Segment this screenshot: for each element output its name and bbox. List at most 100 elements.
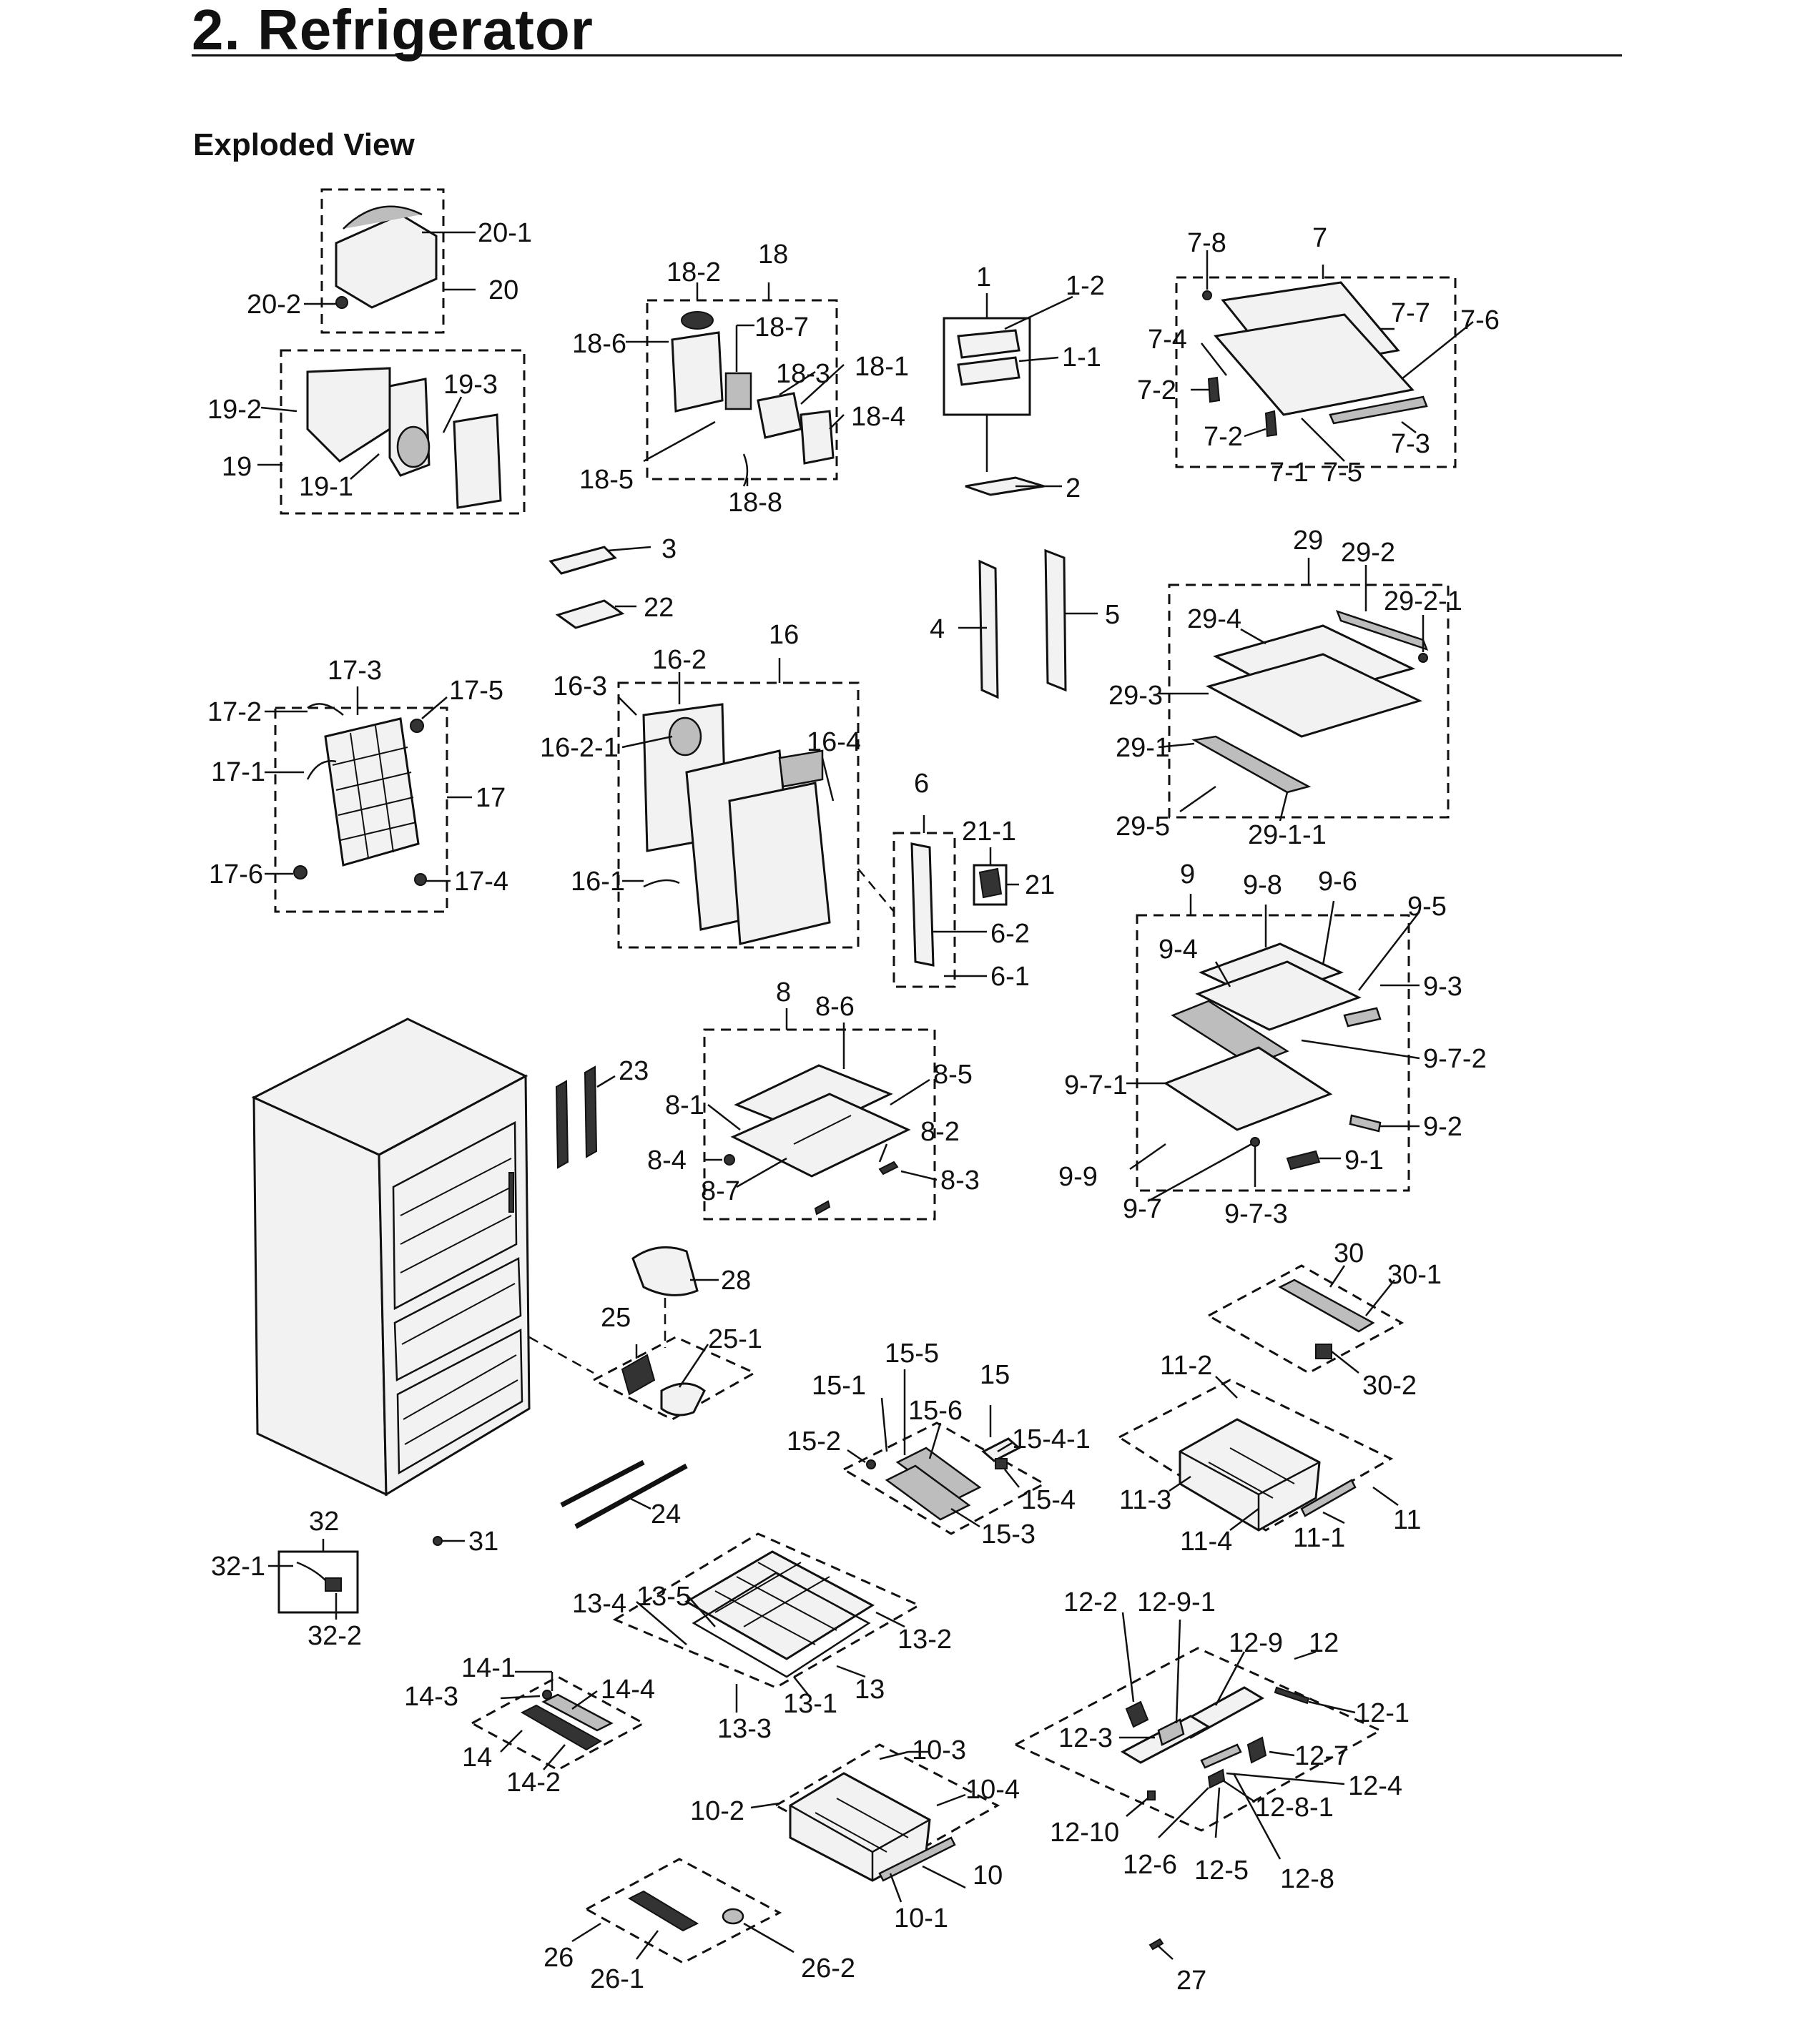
gasket-23b: [584, 1065, 598, 1158]
evap-cover-16-4: [728, 782, 831, 945]
label-13: 13: [855, 1675, 885, 1705]
group-32: 32 32-1 32-2: [211, 1507, 362, 1651]
label-17-1: 17-1: [211, 757, 265, 787]
fuse-17-6: [293, 865, 308, 880]
label-9-7-1: 9-7-1: [1064, 1070, 1128, 1100]
label-30: 30: [1334, 1238, 1364, 1268]
label-18-7: 18-7: [754, 312, 809, 343]
label-13-4: 13-4: [572, 1589, 626, 1619]
ice-maker-part: [335, 213, 438, 309]
label-13-3: 13-3: [717, 1714, 772, 1744]
group-26-box: [584, 1858, 782, 1964]
group-13-box: [612, 1532, 922, 1689]
label-19-1: 19-1: [299, 472, 353, 502]
part-25-1: [660, 1382, 706, 1417]
label-30-1: 30-1: [1387, 1260, 1442, 1290]
shelf-trim-7-3: [1329, 395, 1428, 425]
screw-9-7-3: [1250, 1137, 1260, 1147]
label-23: 23: [619, 1056, 649, 1086]
part-24: 24: [560, 1459, 688, 1529]
group-16-box: [617, 681, 860, 949]
cabinet-side: [252, 1095, 388, 1497]
part-3: [549, 546, 617, 575]
label-12-8-1: 12-8-1: [1255, 1793, 1334, 1823]
label-9-4: 9-4: [1159, 935, 1198, 965]
page-title: 2. Refrigerator: [192, 0, 594, 61]
part-15-4-1: [995, 1458, 1008, 1469]
label-29-2: 29-2: [1341, 538, 1395, 568]
label-7-7: 7-7: [1391, 298, 1430, 328]
label-8-4: 8-4: [647, 1146, 687, 1176]
rail-26-1: [627, 1890, 699, 1932]
cabinet-handle-slot: [508, 1172, 514, 1213]
label-15-3: 15-3: [981, 1519, 1036, 1550]
title-rule: [192, 54, 1622, 56]
group-11: 11-2 11-3 11-4 11-1 11: [1116, 1351, 1421, 1557]
label-4: 4: [930, 614, 945, 644]
label-29-4: 29-4: [1187, 604, 1241, 634]
label-7-1: 7-1: [1269, 458, 1309, 488]
shelf-frame-9-6: [1195, 960, 1362, 1031]
label-3: 3: [661, 534, 677, 564]
label-9-8: 9-8: [1243, 870, 1282, 900]
screw-29-2-1: [1418, 653, 1428, 663]
label-10-1: 10-1: [894, 1903, 948, 1933]
part-28: [631, 1246, 699, 1296]
label-16-1: 16-1: [571, 867, 625, 897]
group-8-box: [703, 1028, 936, 1221]
fridge-compartment: [392, 1120, 518, 1311]
shelf-frame-29-3: [1206, 653, 1423, 738]
auger-wheel: [396, 425, 431, 468]
group-12: 12-2 12-9-1 12-9 12 12-1 12-3 12-7 12-4 …: [1013, 1587, 1410, 1894]
group-6-box: [892, 832, 956, 988]
stopper-9-2: [1349, 1114, 1382, 1133]
sensor-21: [978, 867, 1003, 899]
label-12-6: 12-6: [1123, 1850, 1177, 1880]
label-10-2: 10-2: [690, 1796, 744, 1826]
label-9-5: 9-5: [1407, 892, 1447, 922]
group-17-box: [274, 706, 448, 913]
group-8: 8 8-6 8-5 8-1 8-2 8-4 8-3 8-7: [647, 977, 980, 1221]
screw-8-4: [724, 1154, 735, 1166]
screw-15-2: [866, 1459, 876, 1469]
label-19-3: 19-3: [443, 370, 498, 400]
label-8-5: 8-5: [933, 1060, 973, 1090]
label-6-1: 6-1: [990, 962, 1030, 992]
part-12-3: [1157, 1718, 1185, 1746]
hinge-plate-bottom: [957, 356, 1020, 386]
rail-9-3: [1343, 1007, 1382, 1028]
label-18-4: 18-4: [851, 402, 905, 432]
fan-motor-16-2-1: [668, 716, 702, 757]
group-13: 13-4 13-5 13-2 13 13-1 13-3: [572, 1532, 952, 1744]
label-19: 19: [222, 452, 252, 482]
group-10: 10-3 10-4 10-2 10 10-1: [690, 1735, 1020, 1933]
bracket-7-2b: [1264, 410, 1278, 438]
label-32-1: 32-1: [211, 1552, 265, 1582]
label-8-2: 8-2: [920, 1117, 960, 1147]
label-12-9-1: 12-9-1: [1137, 1587, 1216, 1617]
screw-7-8: [1202, 290, 1212, 300]
label-20: 20: [488, 275, 518, 305]
group-29: 29 29-2 29-2-1 29-4 29-3 29-1 29-5 29-1-…: [1108, 526, 1462, 850]
label-5: 5: [1105, 600, 1120, 630]
group-15-box: [841, 1422, 1047, 1535]
shelf-rail-29-1: [1191, 735, 1312, 794]
label-11-1: 11-1: [1293, 1523, 1345, 1553]
label-16-2-1: 16-2-1: [540, 733, 619, 763]
label-12-4: 12-4: [1348, 1771, 1402, 1801]
label-8-6: 8-6: [815, 992, 855, 1022]
valve-coil: [724, 372, 752, 410]
group-14: 14-1 14-3 14-4 14 14-2: [404, 1653, 655, 1798]
rod-12-1: [1274, 1686, 1310, 1705]
label-8-7: 8-7: [701, 1176, 740, 1206]
label-7-5: 7-5: [1323, 458, 1362, 488]
label-9-2: 9-2: [1423, 1112, 1462, 1142]
group-19-box: [280, 349, 526, 515]
label-8-3: 8-3: [940, 1166, 980, 1196]
label-11-3: 11-3: [1119, 1485, 1171, 1515]
evaporator-wire-17-2: [307, 703, 344, 716]
part-31: 31: [433, 1527, 498, 1557]
label-28: 28: [721, 1266, 751, 1296]
label-13-2: 13-2: [897, 1625, 952, 1655]
part-23: 23: [555, 1056, 649, 1169]
